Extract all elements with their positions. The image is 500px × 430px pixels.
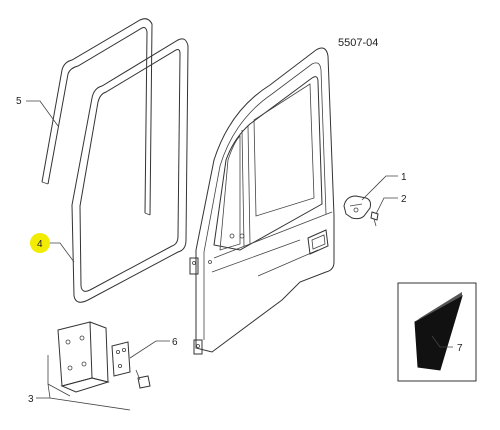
callout-4: 4 xyxy=(37,239,43,250)
window-seal-frame xyxy=(71,38,189,303)
callout-3: 3 xyxy=(28,394,34,405)
hinge-plate xyxy=(57,321,110,393)
cover-bracket xyxy=(343,195,371,220)
window-run-channel xyxy=(41,18,153,216)
leader-lines xyxy=(26,100,453,411)
callout-1: 1 xyxy=(401,172,407,183)
highlighted-callout-marker xyxy=(30,233,50,253)
callout-5: 5 xyxy=(16,96,22,107)
callout-6: 6 xyxy=(172,337,178,348)
callout-7: 7 xyxy=(457,343,463,354)
small-plate xyxy=(111,341,151,389)
screw xyxy=(370,211,379,227)
callout-2: 2 xyxy=(401,194,407,205)
detail-inset xyxy=(397,282,477,382)
truck-door xyxy=(189,47,335,355)
figure-code: 5507-04 xyxy=(338,37,379,49)
